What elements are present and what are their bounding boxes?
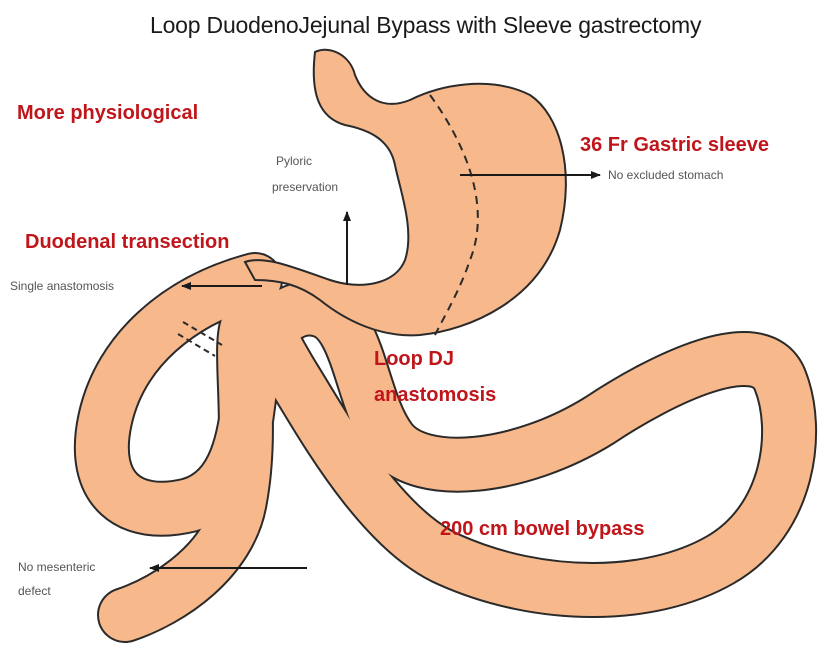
label-bowel-bypass: 200 cm bowel bypass [440,518,645,541]
label-no-excluded-stomach: No excluded stomach [608,168,723,182]
label-preservation: preservation [272,180,338,194]
label-anastomosis: anastomosis [374,384,496,407]
label-defect: defect [18,584,51,598]
label-more-physiological: More physiological [17,102,198,125]
label-duodenal-transection: Duodenal transection [25,231,229,254]
diagram-title: Loop DuodenoJejunal Bypass with Sleeve g… [150,12,701,39]
label-no-mesenteric: No mesenteric [18,560,95,574]
label-pyloric: Pyloric [276,154,312,168]
label-loop-dj: Loop DJ [374,348,454,371]
label-single-anastomosis: Single anastomosis [10,279,114,293]
label-gastric-sleeve: 36 Fr Gastric sleeve [580,134,769,157]
